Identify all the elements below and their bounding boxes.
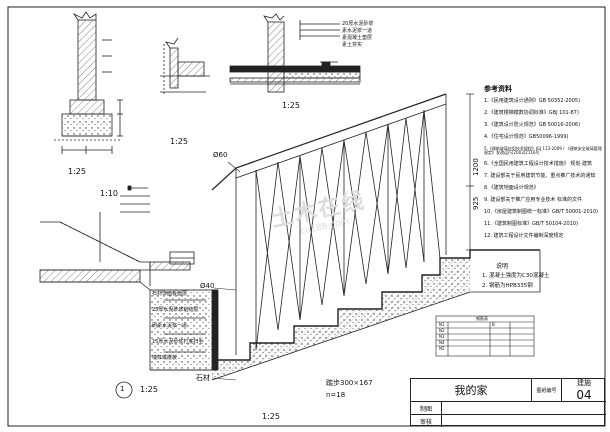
step-count-label: n=18	[326, 391, 346, 399]
detail-number-circle	[115, 381, 133, 399]
height-dimension	[466, 93, 474, 251]
rebar-row-id: N5	[439, 346, 445, 351]
scale-label: 1:10	[100, 189, 118, 198]
reference-item: 6.《全国民用建筑工程设计技术措施》 规划·建筑	[484, 161, 592, 167]
reference-item: 3.《建筑设计防火规范》GB 50016-2006)	[484, 122, 581, 128]
scale-label: 1:25	[68, 167, 86, 176]
baluster-diameter: Ø40	[200, 282, 215, 290]
drawing-number-label: 图纸编号	[531, 379, 561, 401]
phi40-leader	[213, 287, 237, 291]
stone-leader	[211, 377, 237, 381]
layer-label: 20厚水泥砂浆	[342, 21, 374, 27]
notes-title: 说明	[496, 263, 509, 270]
checked-by-value	[441, 414, 606, 427]
detail-number: 1	[120, 385, 125, 393]
reference-item: 1.《民用建筑设计通则》GB 50352-2005)	[484, 98, 581, 104]
reference-item: 4.《住宅设计规范》GB50096-1999)	[484, 134, 569, 140]
reference-item: 10.《房屋建筑制图统一标准》GB/T 50001-2010)	[484, 209, 598, 215]
sheet-number: 04	[576, 388, 592, 402]
scale-label: 1:25	[170, 137, 188, 146]
stair-base-detail	[149, 289, 219, 371]
checked-by-label: 审核	[411, 414, 441, 427]
references-block: 参考资料 1.《民用建筑设计通则》GB 50352-2005) 2.《建筑楼梯模…	[484, 86, 602, 239]
footing-section-detail	[54, 11, 123, 154]
discipline-label: 建施	[577, 379, 591, 387]
rebar-table-grid	[435, 315, 535, 357]
scale-label: 1:25	[140, 385, 158, 394]
scale-label: 1:25	[262, 412, 280, 421]
handrail-diameter: Ø60	[213, 151, 228, 159]
reference-item: 2.《建筑楼梯模数协调标准》GBJ 101-87)	[484, 110, 579, 116]
rail-height-dimension-lower: 925	[472, 196, 480, 210]
rebar-row-id: N3	[439, 334, 445, 339]
rebar-table-header: 钢筋表	[476, 316, 488, 321]
layer-label: 刷素水泥浆一道	[152, 323, 188, 329]
slab-junction-detail	[160, 37, 210, 94]
rebar-row-id: N1	[439, 322, 445, 327]
reference-item: 7. 建设部关于民用建筑节能、重点推广技术的通知	[484, 173, 596, 179]
reference-item: 12. 建筑工程设计文件编制深度规定	[484, 233, 564, 239]
rebar-row-id: N2	[439, 328, 445, 333]
reference-item: 11.《建筑制图标准》GB/T 50104-2010)	[484, 221, 578, 227]
floor-layer-detail	[229, 13, 361, 93]
reference-item: 5.《建筑玻璃应用技术规程》JGJ 113-2009 / 《建筑安全玻璃管理规定…	[484, 146, 602, 155]
layer-label: 石材饰面板面层	[152, 291, 188, 297]
rebar-row-shape: B	[492, 322, 495, 327]
floor-layer-labels: 20厚水泥砂浆 素水泥浆一道 素混凝土垫层 素土夯实	[342, 22, 373, 48]
layer-label: 25厚水泥砂浆粘结层	[152, 307, 199, 313]
note-item: 1. 混凝土强度为C30混凝土	[482, 273, 550, 279]
drawn-by-label: 制图	[411, 401, 441, 414]
notes-block: 说明 1. 混凝土强度为C30混凝土 2. 钢筋为HPB335钢	[482, 264, 549, 289]
drawn-by-value	[441, 401, 606, 414]
layer-label: 15厚水泥砂浆打底扫毛	[152, 339, 204, 345]
sheet-number-cell: 建施 04	[561, 379, 606, 402]
step-size-label: 踏步300×167	[326, 379, 373, 387]
drawing-frame	[7, 6, 606, 427]
reference-item: 8.《建筑地面设计规范》	[484, 185, 539, 191]
title-block: 我的家 图纸编号 建施 04 制图 审核	[410, 378, 606, 427]
rebar-row-id: N4	[439, 340, 445, 345]
rail-height-dimension: 1200	[472, 158, 480, 176]
project-name: 我的家	[454, 384, 488, 397]
layer-label: 素混凝土垫层	[342, 35, 373, 41]
stone-label: 石材	[196, 374, 210, 382]
layer-label: 素水泥浆一道	[342, 28, 373, 34]
scale-label: 1:25	[282, 101, 300, 110]
reference-item: 9. 建设部关于推广应用专业技术 标准的文件	[484, 197, 582, 203]
stair-layer-labels: 石材饰面板面层 25厚水泥砂浆粘结层 刷素水泥浆一道 15厚水泥砂浆打底扫毛 墙…	[152, 292, 203, 361]
phi60-leader	[227, 161, 241, 173]
layer-label: 素土夯实	[342, 42, 363, 48]
layer-label: 墙体或楼板	[152, 355, 178, 361]
balcony-edge-detail	[39, 185, 195, 291]
stair-concrete-hatch	[212, 258, 470, 380]
note-item: 2. 钢筋为HPB335钢	[482, 282, 533, 289]
references-title: 参考资料	[484, 85, 512, 93]
